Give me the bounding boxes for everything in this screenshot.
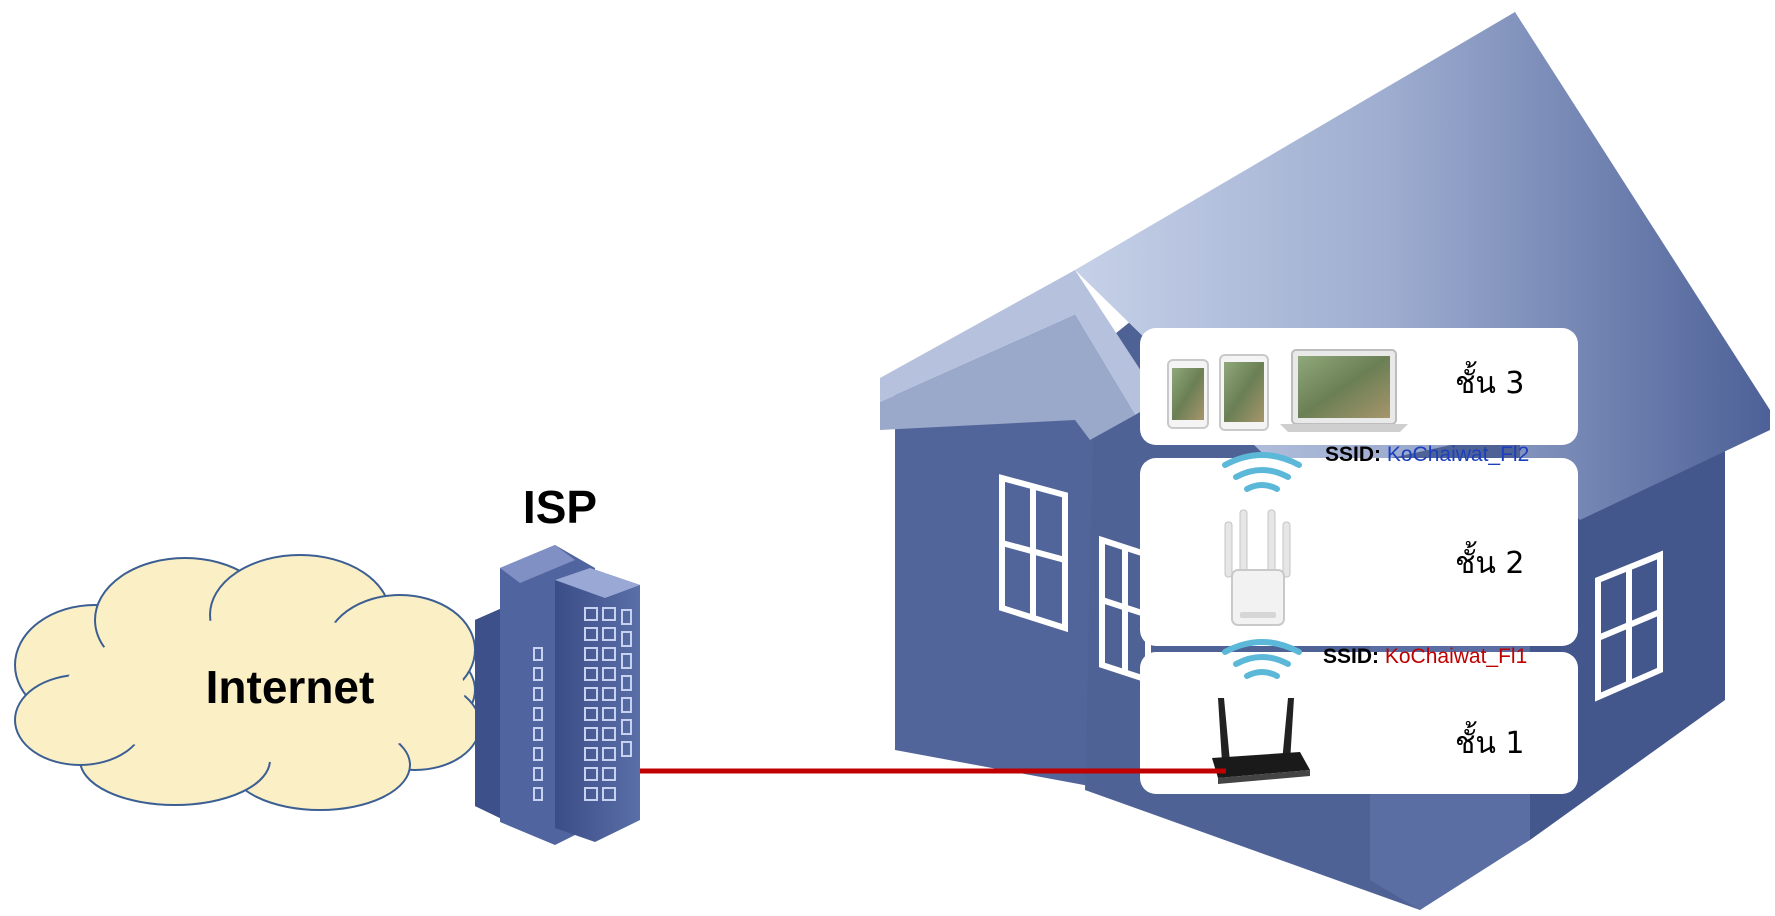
wifi-repeater-icon	[1224, 509, 1291, 626]
wifi-signal-icon	[1222, 452, 1302, 492]
isp-label: ISP	[522, 481, 598, 533]
wifi-signal-icon	[1222, 639, 1302, 679]
floor-3-label: ชั้น 3	[1455, 366, 1525, 401]
house-gable-roof-edge	[880, 315, 1135, 440]
isp-building-icon	[475, 545, 640, 845]
ssid-value: KoChaiwat_Fl1	[1384, 645, 1528, 668]
ssid-floor-1: SSID: KoChaiwat_Fl1	[1323, 645, 1527, 669]
ssid-value: KoChaiwat_Fl2	[1386, 443, 1530, 466]
ssid-key: SSID:	[1325, 443, 1382, 466]
phones-tablet-laptop-icon	[1167, 349, 1408, 432]
router-icon	[1212, 698, 1310, 784]
floor-1-label: ชั้น 1	[1455, 726, 1525, 761]
ssid-floor-2: SSID: KoChaiwat_Fl2	[1325, 443, 1529, 467]
window-left	[999, 474, 1068, 633]
floor-2-label: ชั้น 2	[1455, 546, 1525, 581]
ssid-key: SSID:	[1323, 645, 1380, 668]
window-right	[1595, 550, 1663, 702]
internet-label: Internet	[205, 661, 375, 713]
house-gable-roof	[880, 270, 1160, 415]
